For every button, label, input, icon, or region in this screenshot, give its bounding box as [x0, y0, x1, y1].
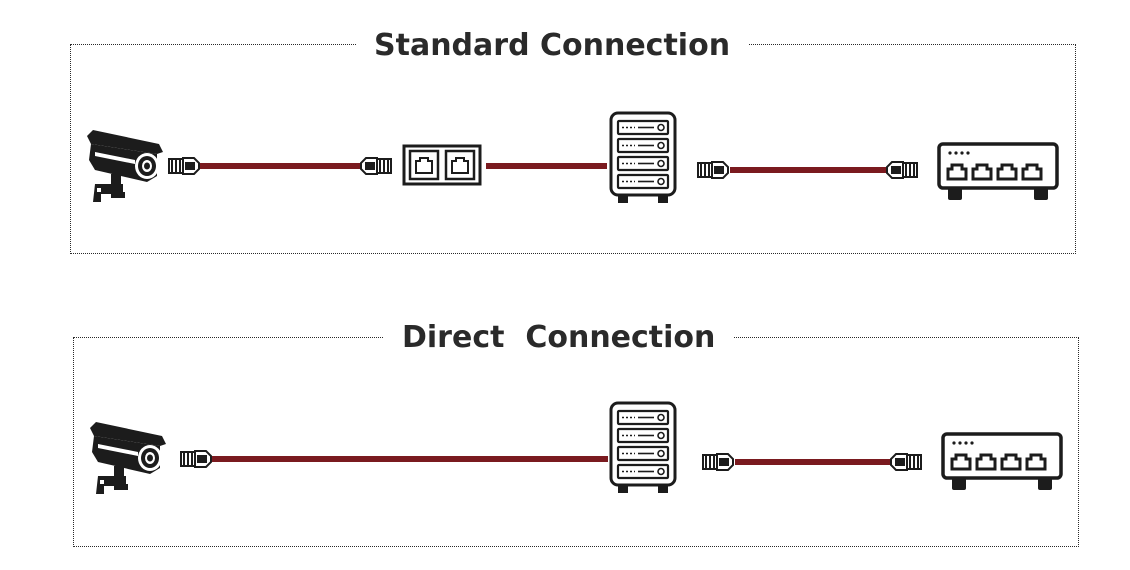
panel-title: Direct Connection	[384, 318, 734, 358]
rj45-plug-icon	[702, 453, 734, 471]
server-rack-icon	[609, 401, 677, 495]
panel-title: Standard Connection	[356, 26, 749, 66]
rj45-plug-icon	[180, 450, 212, 468]
standard-connection-diagram	[87, 111, 1059, 205]
rj45-plug-icon	[890, 453, 922, 471]
security-camera-icon	[90, 422, 166, 494]
standard-connection-panel: Standard Connection	[0, 0, 1130, 270]
network-switch-icon	[941, 432, 1063, 492]
